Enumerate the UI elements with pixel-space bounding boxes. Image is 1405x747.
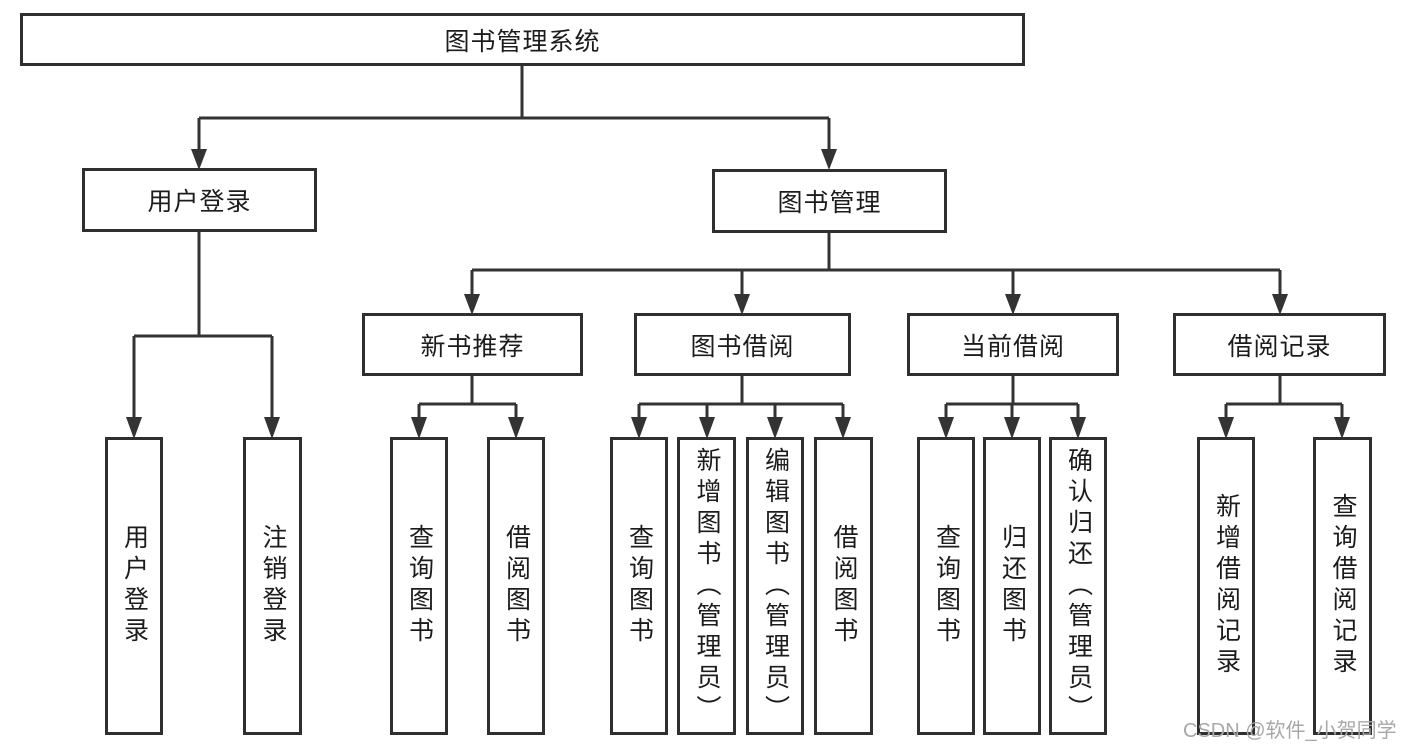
node-label: 借阅记录 (1227, 332, 1332, 361)
node-label: 新书推荐 (420, 332, 525, 361)
leaf-return-book: 归还图书 (983, 437, 1041, 735)
node-label: 图书借阅 (690, 332, 795, 361)
leaf-borrow-books: 借阅图书 (814, 437, 873, 735)
leaf-edit-book-admin: 编辑图书（管理员） (746, 437, 804, 735)
leaf-query-books-current: 查询图书 (917, 437, 975, 735)
node-borrowing-records: 借阅记录 (1173, 313, 1386, 376)
node-user-login: 用户登录 (82, 168, 317, 232)
leaf-label: 归还图书 (998, 524, 1027, 648)
leaf-label: 确认归还（管理员） (1064, 446, 1093, 726)
leaf-label: 查询借阅记录 (1329, 493, 1357, 679)
node-book-management: 图书管理 (712, 169, 947, 233)
leaf-label: 注销登录 (259, 524, 287, 648)
node-label: 图书管理系统 (444, 27, 601, 56)
node-label: 图书管理 (777, 189, 882, 217)
leaf-query-books-borrow: 查询图书 (610, 437, 668, 735)
leaf-borrow-books-recommend: 借阅图书 (487, 437, 545, 735)
leaf-query-books-recommend: 查询图书 (390, 437, 448, 735)
leaf-label: 查询图书 (932, 524, 961, 648)
node-root-system: 图书管理系统 (20, 13, 1025, 66)
leaf-label: 借阅图书 (502, 524, 531, 648)
node-label: 当前借阅 (960, 332, 1065, 361)
node-book-borrowing: 图书借阅 (634, 313, 851, 376)
node-current-borrowing: 当前借阅 (907, 313, 1119, 376)
node-new-book-recommend: 新书推荐 (362, 313, 583, 376)
leaf-label: 查询图书 (625, 524, 654, 648)
leaf-add-borrow-record: 新增借阅记录 (1197, 437, 1255, 735)
leaf-label: 编辑图书（管理员） (761, 446, 790, 726)
csdn-watermark: CSDN @软件_小贺同学 (1183, 720, 1397, 742)
leaf-add-book-admin: 新增图书（管理员） (677, 437, 736, 735)
leaf-user-login: 用户登录 (105, 437, 163, 735)
leaf-confirm-return-admin: 确认归还（管理员） (1049, 437, 1107, 735)
leaf-label: 用户登录 (120, 524, 149, 648)
leaf-label: 新增图书（管理员） (693, 446, 721, 726)
leaf-label: 查询图书 (405, 524, 434, 648)
node-label: 用户登录 (147, 188, 252, 216)
leaf-label: 借阅图书 (830, 524, 858, 648)
leaf-logout: 注销登录 (243, 437, 302, 735)
leaf-query-borrow-record: 查询借阅记录 (1313, 437, 1372, 735)
leaf-label: 新增借阅记录 (1212, 493, 1241, 679)
